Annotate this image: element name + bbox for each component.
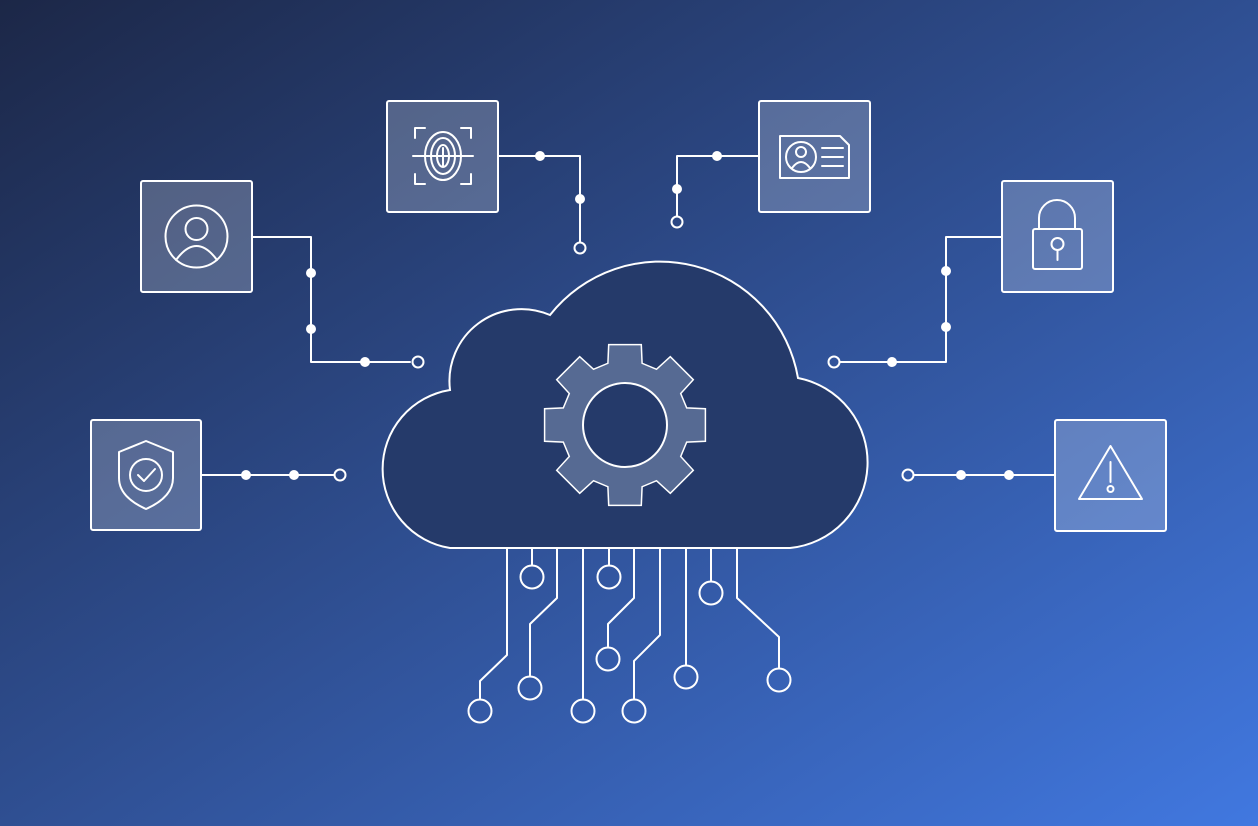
warning-icon-box [1054, 419, 1167, 532]
user-icon-box [140, 180, 253, 293]
gear-icon [543, 343, 707, 507]
warning-icon [1078, 445, 1143, 500]
connector-lock [827, 236, 1003, 369]
shield-check-icon [118, 440, 174, 510]
lock-icon-box [1001, 180, 1114, 293]
connector-user [251, 236, 425, 369]
shield-icon-box [90, 419, 202, 531]
connector-shield [200, 468, 347, 482]
connector-fingerprint [497, 151, 587, 255]
lock-icon [1032, 199, 1083, 270]
fingerprint-icon [412, 127, 474, 185]
circuit-lines [467, 547, 792, 724]
user-icon [164, 204, 229, 269]
id-card-icon-box [758, 100, 871, 213]
fingerprint-icon-box [386, 100, 499, 213]
connector-id-card [670, 151, 760, 229]
id-card-icon [779, 135, 850, 179]
connector-warning [901, 468, 1056, 482]
